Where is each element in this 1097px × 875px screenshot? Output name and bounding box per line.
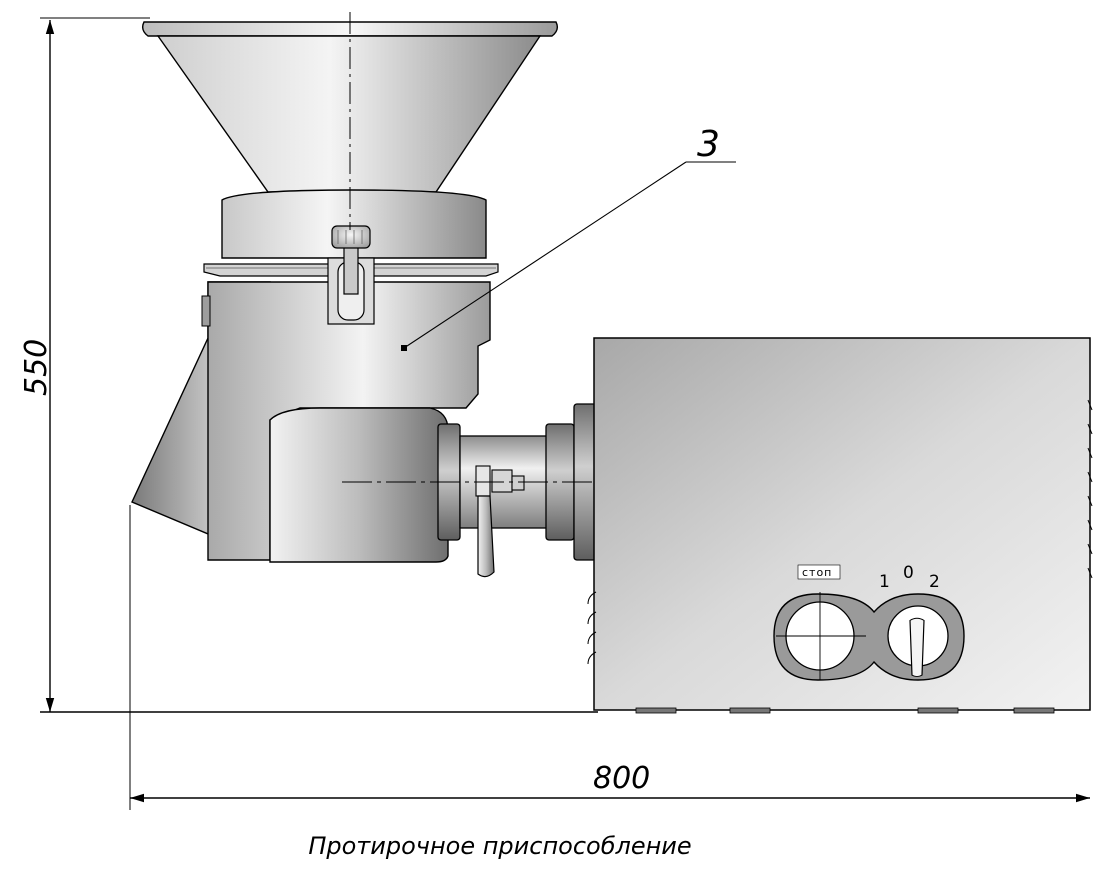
outlet-housing (269, 407, 449, 563)
callout-number: 3 (697, 124, 720, 165)
clamp-knob-icon (331, 225, 371, 249)
position-0-label: 0 (903, 563, 914, 583)
motor-foot-2 (729, 707, 771, 714)
position-1-label: 1 (879, 572, 890, 592)
height-dimension-label: 550 (19, 339, 54, 396)
vent-right-4 (1087, 471, 1093, 483)
left-vent-slots (587, 591, 597, 665)
position-2-label: 2 (929, 572, 940, 592)
vent-left-4 (587, 651, 597, 665)
vent-right-1 (1087, 399, 1093, 411)
vent-right-3 (1087, 447, 1093, 459)
lever-bolt (511, 475, 525, 491)
lid-clamp (327, 225, 375, 325)
width-dimension: 800 (129, 505, 1090, 810)
stop-label: стоп (802, 566, 832, 579)
callout-3: 3 (401, 124, 736, 351)
shaft-coupling (437, 403, 597, 578)
vent-right-7 (1087, 543, 1093, 555)
vent-right-2 (1087, 423, 1093, 435)
clamp-lever-handle[interactable] (477, 495, 495, 578)
callout-leader (403, 161, 687, 349)
drum-lid (203, 189, 499, 277)
drum-top (221, 189, 487, 259)
control-panel: стоп 1 0 2 (773, 563, 965, 681)
right-vent-slots (1087, 399, 1093, 579)
lever-nut (491, 469, 513, 493)
lever-block (475, 465, 491, 497)
body-housing (207, 281, 491, 561)
vent-right-5 (1087, 495, 1093, 507)
width-dimension-label: 800 (593, 761, 650, 796)
vent-left-3 (587, 631, 597, 645)
hopper-funnel (156, 35, 542, 193)
callout-dot (401, 345, 407, 351)
motor-foot-3 (917, 707, 959, 714)
stop-label-plate (797, 564, 841, 580)
vent-left-1 (587, 591, 597, 605)
vent-left-2 (587, 611, 597, 625)
body-side-tab (201, 295, 211, 327)
drawing-caption: Протирочное приспособление (308, 832, 692, 860)
motor-foot-4 (1013, 707, 1055, 714)
grater-body (131, 281, 491, 563)
vent-right-8 (1087, 567, 1093, 579)
height-dimension: 550 (19, 17, 150, 712)
selector-handle-icon[interactable] (909, 617, 925, 677)
vent-right-6 (1087, 519, 1093, 531)
clamp-screw (343, 243, 359, 295)
motor-foot-1 (635, 707, 677, 714)
